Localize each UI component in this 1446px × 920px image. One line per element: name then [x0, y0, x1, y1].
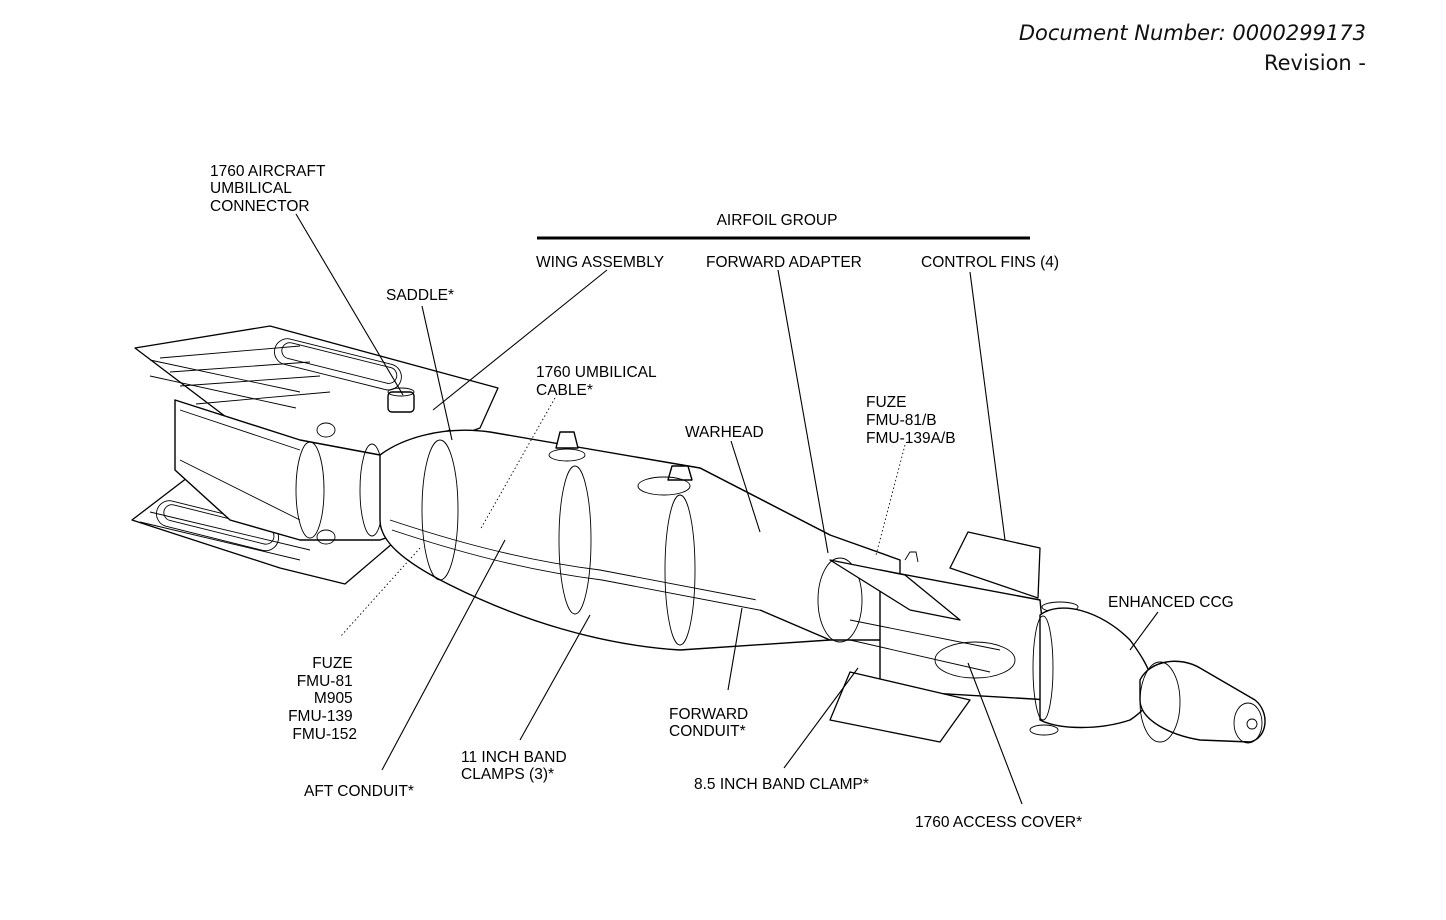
- label-control-fins: CONTROL FINS (4): [921, 254, 1059, 271]
- leader-lines: [295, 213, 1159, 805]
- document-number: Document Number: 0000299173: [1018, 21, 1366, 45]
- label-warhead: WARHEAD: [685, 424, 764, 441]
- label-fuze-nose: FUZE FMU-81/B FMU-139A/B: [866, 394, 956, 447]
- document-revision: Revision -: [1263, 51, 1366, 75]
- callout-labels: AIRFOIL GROUP 1760 AIRCRAFT UMBILICAL CO…: [210, 163, 1234, 831]
- label-umbilical-connector: 1760 AIRCRAFT UMBILICAL CONNECTOR: [210, 163, 329, 215]
- weapon-illustration: [131, 325, 1266, 744]
- label-fuze-tail: FUZE FMU-81 M905 FMU-139 FMU-152: [288, 655, 357, 743]
- label-forward-conduit: FORWARD CONDUIT*: [669, 706, 753, 740]
- label-saddle: SADDLE*: [386, 287, 454, 304]
- label-band-clamps-11: 11 INCH BAND CLAMPS (3)*: [461, 749, 571, 783]
- forward-adapter: [829, 531, 1079, 743]
- label-forward-adapter: FORWARD ADAPTER: [706, 254, 862, 271]
- document-header: Document Number: 0000299173 Revision -: [1019, 18, 1366, 78]
- label-access-cover: 1760 ACCESS COVER*: [915, 814, 1082, 831]
- label-band-clamp-85: 8.5 INCH BAND CLAMP*: [694, 776, 869, 793]
- label-enhanced-ccg: ENHANCED CCG: [1108, 594, 1234, 611]
- label-aft-conduit: AFT CONDUIT*: [304, 783, 414, 800]
- guidance-section: [1032, 607, 1266, 744]
- label-umbilical-cable: 1760 UMBILICAL CABLE*: [536, 364, 660, 399]
- rear-wing-upper: [134, 325, 499, 471]
- label-wing-assembly: WING ASSEMBLY: [536, 254, 664, 271]
- label-airfoil-group: AIRFOIL GROUP: [717, 212, 838, 229]
